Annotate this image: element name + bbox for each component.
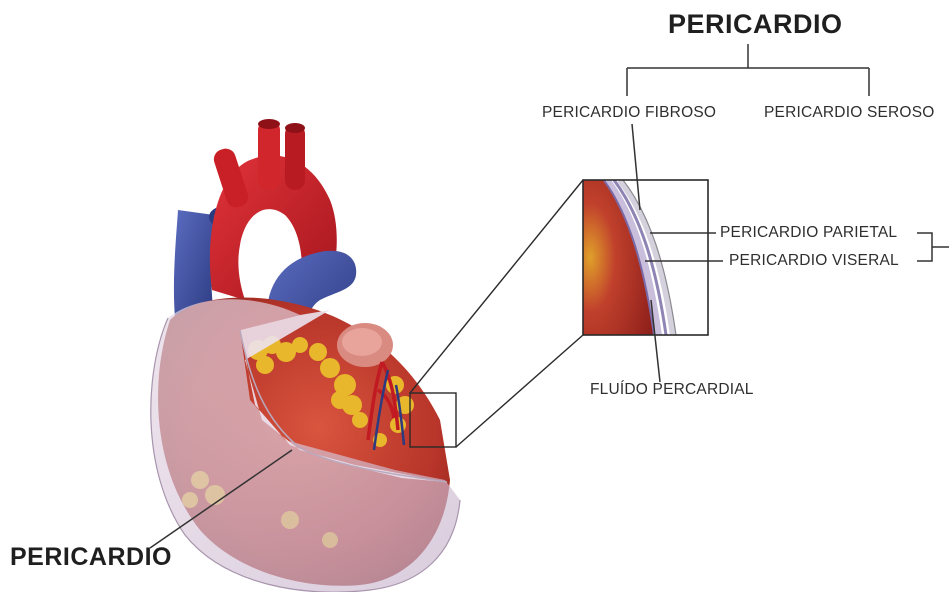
label-fluido-pericardial: FLUÍDO PERCARDIAL bbox=[590, 381, 754, 399]
zoom-line-bottom bbox=[456, 335, 583, 447]
zoom-indicator bbox=[410, 180, 583, 447]
seroso-bracket bbox=[917, 233, 949, 261]
carotid-artery bbox=[258, 120, 280, 190]
label-pericardio-seroso: PERICARDIO SEROSO bbox=[764, 104, 935, 122]
label-pericardio-visceral: PERICARDIO VISERAL bbox=[729, 252, 899, 270]
subclavian-artery bbox=[285, 124, 305, 190]
inset-magnified-view bbox=[583, 180, 708, 335]
label-heart-pericardio: PERICARDIO bbox=[10, 543, 172, 572]
zoom-line-top bbox=[410, 180, 583, 393]
diagram-title: PERICARDIO bbox=[668, 9, 843, 40]
label-pericardio-parietal: PERICARDIO PARIETAL bbox=[720, 224, 897, 242]
heart-illustration bbox=[151, 119, 460, 592]
label-pericardio-fibroso: PERICARDIO FIBROSO bbox=[542, 104, 716, 122]
